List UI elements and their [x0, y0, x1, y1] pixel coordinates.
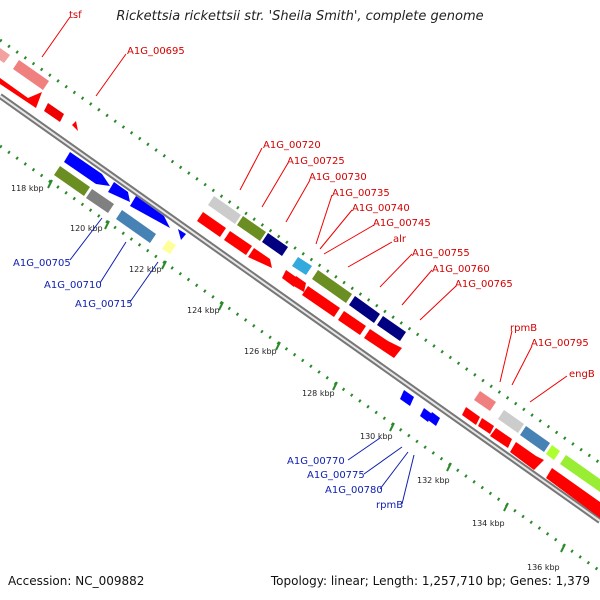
- tick-row-reverse: [0, 144, 600, 573]
- gene-feature[interactable]: [292, 276, 306, 292]
- gene-label-a1g-00735[interactable]: A1G_00735: [332, 188, 390, 199]
- gene-feature[interactable]: [72, 121, 78, 131]
- gene-feature[interactable]: [377, 316, 406, 341]
- reverse-genes[interactable]: [54, 152, 440, 426]
- gene-feature[interactable]: [116, 210, 156, 243]
- gene-label-a1g-00765[interactable]: A1G_00765: [455, 279, 513, 290]
- gene-label-a1g-00795[interactable]: A1G_00795: [531, 338, 589, 349]
- gene-label-a1g-00760[interactable]: A1G_00760: [432, 264, 490, 275]
- gene-label-a1g-00755[interactable]: A1G_00755: [412, 248, 470, 259]
- gene-feature[interactable]: [400, 390, 414, 406]
- gene-label-rpmb-reverse[interactable]: rpmB: [376, 500, 403, 511]
- gene-feature[interactable]: [338, 311, 366, 335]
- gene-feature[interactable]: [546, 445, 560, 460]
- gene-label-a1g-00725[interactable]: A1G_00725: [287, 156, 345, 167]
- tick-row-forward: [0, 38, 600, 465]
- major-ticks: [47, 179, 566, 553]
- gene-label-a1g-00720[interactable]: A1G_00720: [263, 140, 321, 151]
- gene-feature[interactable]: [546, 468, 600, 518]
- gene-label-tsf[interactable]: tsf: [69, 10, 82, 21]
- gene-feature[interactable]: [197, 212, 226, 237]
- tick-labels: 118 kbp 120 kbp 122 kbp 124 kbp 126 kbp …: [11, 184, 560, 572]
- gene-feature[interactable]: [108, 182, 130, 202]
- gene-feature[interactable]: [302, 286, 340, 317]
- tick-label-134: 134 kbp: [472, 519, 505, 528]
- gene-feature[interactable]: [478, 418, 494, 434]
- gene-feature[interactable]: [262, 233, 288, 256]
- tick-label-136: 136 kbp: [527, 563, 560, 572]
- gene-feature[interactable]: [208, 196, 241, 224]
- gene-feature[interactable]: [364, 329, 402, 358]
- gene-feature[interactable]: [86, 189, 114, 213]
- tick-label-126: 126 kbp: [244, 347, 277, 356]
- tick-label-128: 128 kbp: [302, 389, 335, 398]
- gene-feature[interactable]: [178, 229, 186, 240]
- genome-summary-text: Topology: linear; Length: 1,257,710 bp; …: [270, 574, 590, 588]
- gene-label-engb[interactable]: engB: [569, 369, 595, 380]
- gene-label-rpmb-forward[interactable]: rpmB: [510, 323, 537, 334]
- tick-label-132: 132 kbp: [417, 476, 450, 485]
- gene-feature[interactable]: [130, 196, 170, 228]
- gene-feature[interactable]: [44, 103, 64, 122]
- gene-label-a1g-00710[interactable]: A1G_00710: [44, 280, 102, 291]
- gene-feature[interactable]: [237, 216, 266, 241]
- gene-feature[interactable]: [312, 270, 352, 303]
- gene-feature[interactable]: [560, 455, 600, 492]
- gene-label-a1g-00705[interactable]: A1G_00705: [13, 258, 71, 269]
- gene-feature[interactable]: [224, 231, 252, 255]
- gene-feature[interactable]: [428, 412, 440, 426]
- gene-feature[interactable]: [490, 428, 512, 448]
- gene-feature[interactable]: [498, 410, 524, 433]
- gene-label-alr[interactable]: alr: [393, 234, 407, 245]
- map-title: Rickettsia rickettsii str. 'Sheila Smith…: [116, 9, 484, 24]
- gene-feature[interactable]: [64, 152, 110, 186]
- tick-label-122: 122 kbp: [129, 265, 162, 274]
- gene-label-a1g-00775[interactable]: A1G_00775: [307, 470, 365, 481]
- forward-genes[interactable]: [0, 48, 600, 518]
- gene-feature[interactable]: [0, 78, 42, 108]
- forward-leader-lines: [41, 16, 568, 403]
- gene-feature[interactable]: [292, 257, 312, 275]
- gene-feature[interactable]: [162, 240, 176, 254]
- gene-feature[interactable]: [13, 60, 49, 90]
- genome-backbone: [0, 93, 600, 524]
- gene-feature[interactable]: [510, 442, 544, 470]
- gene-label-a1g-00770[interactable]: A1G_00770: [287, 456, 345, 467]
- gene-label-a1g-00715[interactable]: A1G_00715: [75, 299, 133, 310]
- gene-feature[interactable]: [248, 248, 272, 268]
- tick-label-120: 120 kbp: [70, 224, 103, 233]
- gene-label-a1g-00745[interactable]: A1G_00745: [373, 218, 431, 229]
- gene-feature[interactable]: [349, 296, 380, 323]
- gene-label-a1g-00695[interactable]: A1G_00695: [127, 46, 185, 57]
- reverse-labels: A1G_00705 A1G_00710 A1G_00715 A1G_00770 …: [13, 258, 403, 511]
- gene-label-a1g-00740[interactable]: A1G_00740: [352, 203, 410, 214]
- tick-label-130: 130 kbp: [360, 432, 393, 441]
- tick-label-124: 124 kbp: [187, 306, 220, 315]
- gene-feature[interactable]: [462, 407, 480, 425]
- gene-feature[interactable]: [282, 270, 296, 287]
- gene-label-a1g-00780[interactable]: A1G_00780: [325, 485, 383, 496]
- gene-feature[interactable]: [474, 391, 496, 411]
- accession-text: Accession: NC_009882: [8, 574, 145, 588]
- gene-feature[interactable]: [520, 426, 550, 452]
- gene-feature[interactable]: [0, 48, 10, 63]
- gene-feature[interactable]: [54, 166, 90, 196]
- gene-label-a1g-00730[interactable]: A1G_00730: [309, 172, 367, 183]
- reverse-leader-lines: [69, 217, 415, 505]
- forward-labels: tsf A1G_00695 A1G_00720 A1G_00725 A1G_00…: [69, 10, 595, 380]
- tick-label-118: 118 kbp: [11, 184, 44, 193]
